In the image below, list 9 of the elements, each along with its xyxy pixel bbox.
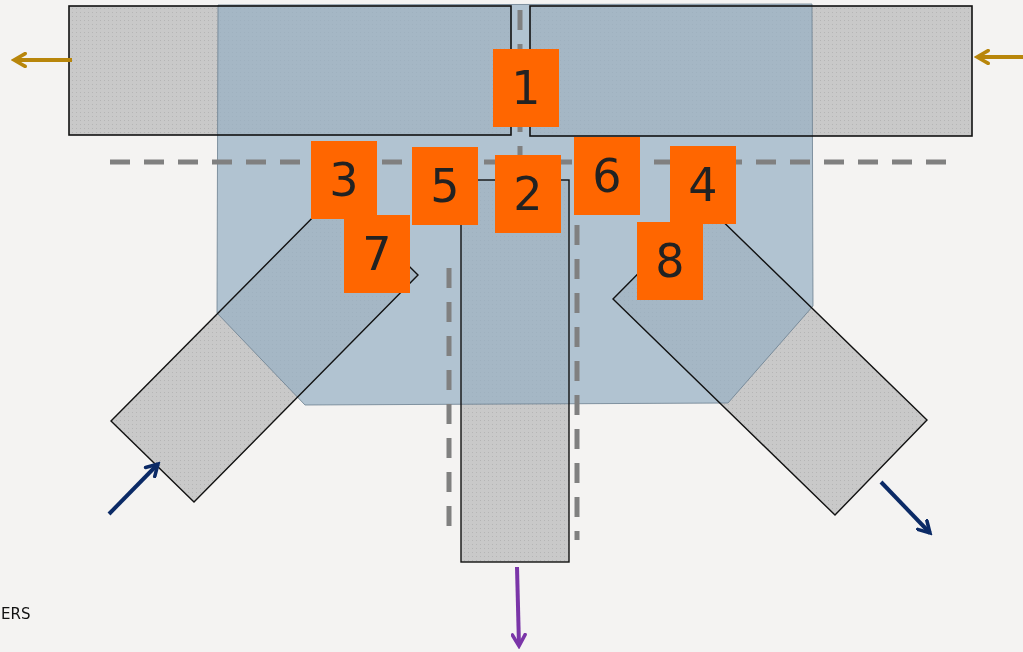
conflict-point-number: 1 [493, 49, 559, 127]
note-text: ERS [1, 605, 31, 623]
conflict-point-number: 7 [344, 215, 410, 293]
conflict-point-number: 6 [574, 137, 640, 215]
conflict-point-number: 5 [412, 147, 478, 225]
conflict-point-number: 3 [311, 141, 377, 219]
conflict-point-number: 8 [637, 222, 703, 300]
conflict-point-number: 4 [670, 146, 736, 224]
conflict-point-number: 2 [495, 155, 561, 233]
